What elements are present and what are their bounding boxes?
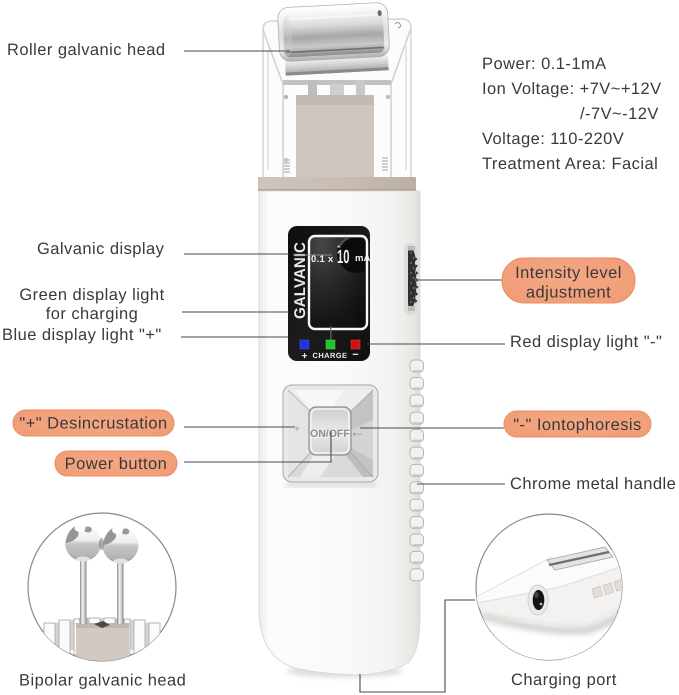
svg-text:Red display light "-": Red display light "-": [510, 333, 662, 351]
svg-text:Intensity level: Intensity level: [515, 264, 622, 282]
svg-text:"-" Iontophoresis: "-" Iontophoresis: [513, 416, 642, 434]
svg-text:Galvanic display: Galvanic display: [37, 240, 165, 258]
svg-text:for charging: for charging: [46, 305, 139, 323]
svg-text:Power button: Power button: [65, 455, 168, 473]
svg-text:Charging port: Charging port: [511, 671, 617, 689]
svg-text:Chrome metal handle: Chrome metal handle: [510, 475, 676, 493]
svg-text:/-7V~-12V: /-7V~-12V: [580, 105, 659, 123]
svg-text:"+" Desincrustation: "+" Desincrustation: [19, 415, 167, 433]
svg-text:+: +: [294, 424, 300, 435]
svg-text:•−: •−: [353, 430, 363, 441]
svg-text:ON/OFF: ON/OFF: [310, 428, 350, 440]
svg-text:adjustment: adjustment: [526, 284, 611, 302]
svg-text:Treatment Area: Facial: Treatment Area: Facial: [482, 155, 658, 173]
svg-text:Voltage: 110-220V: Voltage: 110-220V: [482, 130, 624, 148]
svg-text:Ion Voltage: +7V~+12V: Ion Voltage: +7V~+12V: [482, 80, 662, 98]
svg-text:mA: mA: [355, 253, 370, 264]
svg-text:+: +: [302, 351, 308, 362]
svg-text:Power: 0.1-1mA: Power: 0.1-1mA: [482, 55, 607, 73]
svg-text:Roller galvanic head: Roller galvanic head: [7, 41, 166, 59]
svg-text:CHARGE: CHARGE: [313, 351, 348, 360]
svg-text:Green display light: Green display light: [19, 286, 164, 304]
svg-text:0.1 x: 0.1 x: [311, 254, 334, 265]
svg-text:GALVANIC: GALVANIC: [292, 242, 309, 319]
svg-text:Blue display light "+": Blue display light "+": [2, 326, 162, 344]
svg-text:10: 10: [337, 247, 350, 268]
svg-text:Bipolar galvanic head: Bipolar galvanic head: [19, 672, 186, 690]
svg-text:−: −: [352, 349, 358, 361]
